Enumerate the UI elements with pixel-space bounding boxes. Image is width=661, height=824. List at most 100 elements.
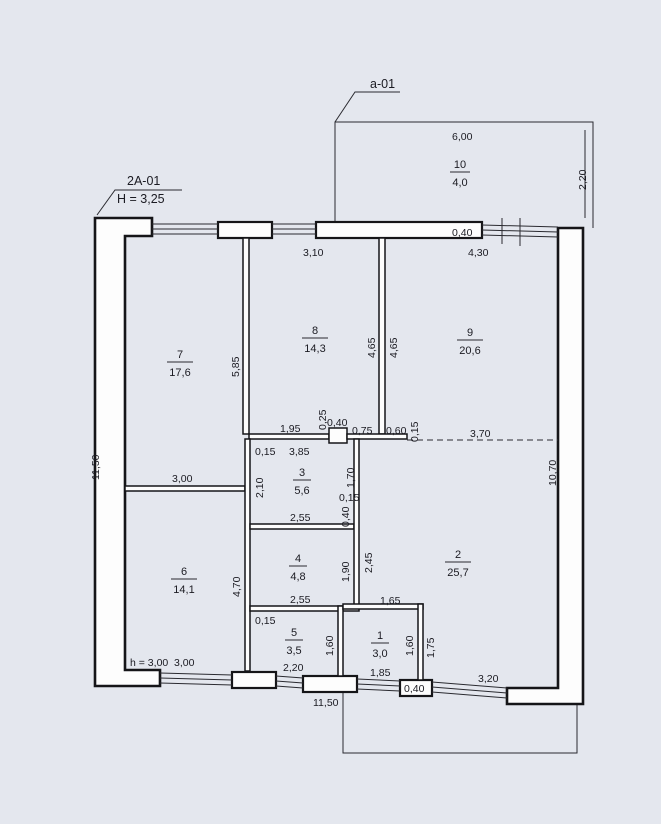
corridor-right-wall [353, 438, 360, 607]
dim-label: 4,65 [388, 337, 400, 358]
dim-label: 10,70 [547, 460, 559, 486]
room-labels: 10 4,0 9 20,6 8 14,3 7 17,6 6 14,1 5 3,5 [167, 159, 483, 660]
room-3: 3 5,6 [293, 467, 311, 497]
room-number: 5 [291, 627, 297, 639]
room-number: 9 [467, 327, 473, 339]
room-number: 4 [295, 553, 301, 565]
bottom-pier-a [230, 670, 278, 690]
room-number: 2 [455, 549, 461, 561]
room-area: 14,3 [304, 343, 325, 355]
height-label: H = 3,25 [117, 192, 165, 206]
room-7: 7 17,6 [167, 349, 193, 379]
room-area: 25,7 [447, 567, 468, 579]
dim-label: 2,20 [577, 169, 589, 190]
dim-label: 1,60 [324, 635, 336, 656]
dim-label: 1,85 [370, 667, 391, 679]
partitions [124, 237, 558, 681]
dim-label: 0,25 [317, 409, 329, 430]
windows [152, 218, 559, 699]
room-10: 10 4,0 [450, 159, 470, 189]
dim-label: 3,70 [470, 428, 491, 440]
axis-label-a01: a-01 [370, 77, 395, 91]
room-area: 20,6 [459, 345, 480, 357]
vertical-dimension-labels: 2,20 11,50 10,70 5,85 4,65 4,65 0,25 0,1… [90, 169, 589, 658]
dim-label: 3,20 [478, 673, 499, 685]
dim-label: 1,75 [425, 637, 437, 658]
dim-label: 2,55 [290, 512, 311, 524]
dim-label: 0,15 [255, 446, 276, 458]
axis-marker-a01: a-01 [334, 77, 400, 123]
partition-7-6 [124, 485, 246, 492]
dim-label: 0,40 [327, 417, 348, 429]
right-wall [505, 226, 585, 706]
room-area: 4,8 [290, 571, 305, 583]
left-wall [93, 216, 162, 688]
dim-label: 1,65 [380, 595, 401, 607]
dim-label: 3,00 [172, 473, 193, 485]
room-4: 4 4,8 [289, 553, 307, 583]
corridor-left-wall [244, 438, 251, 672]
dim-label: 0,15 [339, 492, 360, 504]
window-bottom-4 [431, 681, 508, 699]
dim-label: 2,20 [283, 662, 304, 674]
dim-label: 4,30 [468, 247, 489, 259]
bottom-pier-c [398, 678, 434, 698]
room-area: 4,0 [452, 177, 467, 189]
dim-label: 1,60 [404, 635, 416, 656]
dim-label: 5,85 [230, 356, 242, 377]
room-area: 14,1 [173, 584, 194, 596]
dim-label: 3,10 [303, 247, 324, 259]
partition-1-right [417, 603, 424, 681]
dim-label: 2,55 [290, 594, 311, 606]
dim-label: 1,95 [280, 423, 301, 435]
dim-label: 0,40 [404, 683, 425, 695]
dim-label: 2,10 [254, 477, 266, 498]
dim-label: 0,60 [386, 425, 407, 437]
top-pier-left [216, 220, 274, 240]
dimension-labels: 6,00 3,10 0,40 4,30 1,95 0,40 0,75 0,60 … [130, 131, 499, 709]
window-bottom-1 [159, 672, 233, 686]
dim-label: 3,00 [174, 657, 195, 669]
dim-label: 1,70 [345, 467, 357, 488]
room-area: 17,6 [169, 367, 190, 379]
partition-8-bottom-right [346, 433, 408, 440]
room-area: 5,6 [294, 485, 309, 497]
dim-label: 6,00 [452, 131, 473, 143]
dim-label: 2,45 [363, 552, 375, 573]
room-number: 1 [377, 630, 383, 642]
partition-5-1 [337, 605, 344, 677]
column-pier [328, 427, 348, 444]
dim-label: 4,70 [231, 576, 243, 597]
dim-label: 0,40 [340, 506, 352, 527]
room-9: 9 20,6 [457, 327, 483, 357]
partition-8-9 [378, 237, 386, 435]
exterior-walls [93, 216, 585, 706]
room-8: 8 14,3 [302, 325, 328, 355]
room-1: 1 3,0 [371, 630, 389, 660]
terrace-outline [334, 121, 594, 228]
room-number: 8 [312, 325, 318, 337]
bottom-pier-b [301, 674, 359, 694]
dim-label: 1,90 [340, 561, 352, 582]
dim-label: 0,15 [255, 615, 276, 627]
room-2: 2 25,7 [445, 549, 471, 579]
dim-label: 11,50 [313, 697, 339, 709]
dim-label: h = 3,00 [130, 657, 168, 669]
room-area: 3,5 [286, 645, 301, 657]
dim-label: 0,15 [409, 421, 421, 442]
room-number: 3 [299, 467, 305, 479]
room-5: 5 3,5 [285, 627, 303, 657]
window-bottom-2 [275, 675, 304, 689]
axis-label-2a01: 2A-01 [127, 174, 160, 188]
partition-3-4 [249, 523, 355, 530]
dim-label: 0,40 [452, 227, 473, 239]
bottom-extension-outline [342, 686, 578, 754]
dim-label: 3,85 [289, 446, 310, 458]
room-number: 6 [181, 566, 187, 578]
room-6: 6 14,1 [171, 566, 197, 596]
room-area: 3,0 [372, 648, 387, 660]
window-top-1 [152, 223, 218, 235]
window-top-3 [481, 218, 559, 246]
dim-label: 4,65 [366, 337, 378, 358]
